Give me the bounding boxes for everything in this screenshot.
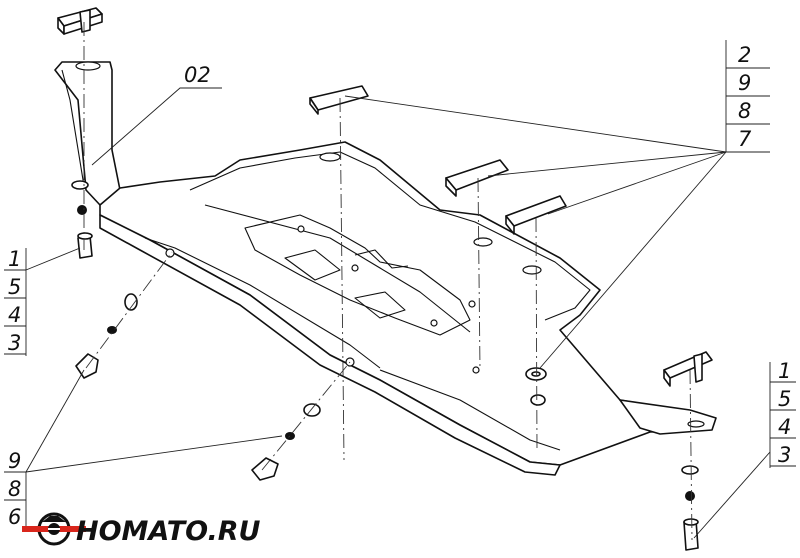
callout-stack-top-right: 2 9 8 7: [725, 40, 770, 153]
skid-plate: [54, 61, 717, 476]
callout-left-lower-1: 9: [8, 449, 21, 473]
callout-right-lower-4: 3: [778, 443, 791, 467]
callout-top-right-1: 2: [738, 43, 751, 67]
callout-left-upper-1: 1: [8, 247, 21, 271]
callout-02: 02: [184, 63, 211, 87]
callout-left-upper-4: 3: [8, 331, 21, 355]
callout-left-upper-2: 5: [8, 275, 21, 299]
callout-right-lower-2: 5: [778, 387, 791, 411]
callout-top-right-3: 8: [738, 99, 751, 123]
callout-assembly: 02: [184, 63, 211, 87]
callout-left-lower-3: 6: [8, 505, 21, 529]
centre-lines: [83, 22, 693, 541]
callout-right-lower-1: 1: [778, 359, 791, 383]
callout-right-lower-3: 4: [778, 415, 791, 439]
callout-top-right-2: 9: [738, 71, 751, 95]
logo-text: HOMATO.RU: [76, 516, 261, 547]
callout-left-upper-3: 4: [8, 303, 21, 327]
fasteners: [57, 7, 713, 551]
callout-stack-left-lower: 9 8 6: [4, 449, 27, 530]
car-emblem-icon: [22, 512, 86, 546]
site-logo: HOMATO.RU: [22, 512, 261, 547]
callout-left-lower-2: 8: [8, 477, 21, 501]
callout-top-right-4: 7: [738, 127, 752, 151]
leader-lines: [25, 87, 771, 539]
callout-stack-left-upper: 1 5 4 3: [4, 247, 27, 356]
callout-stack-right-lower: 1 5 4 3: [769, 359, 796, 468]
